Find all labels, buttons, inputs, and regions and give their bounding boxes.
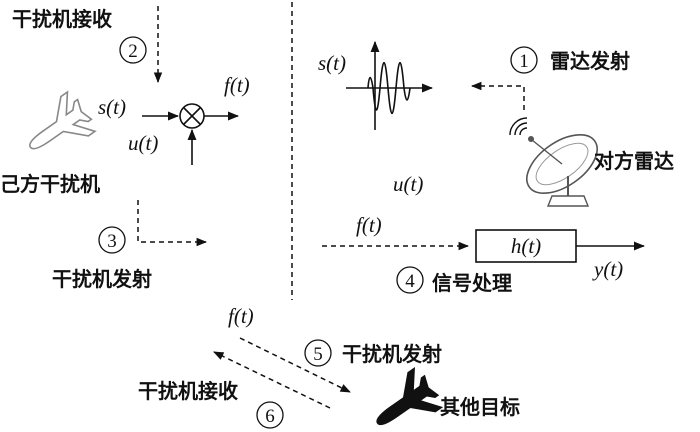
label-own-jammer: 己方干扰机 — [0, 172, 100, 196]
label-radar-transmit: 雷达发射 — [550, 49, 630, 73]
step-3-marker: 3 — [98, 226, 126, 254]
filter-label: h(t) — [511, 234, 541, 258]
step-6-marker: 6 — [256, 401, 284, 429]
label-enemy-radar: 对方雷达 — [594, 149, 674, 173]
arrow-radar-transmit — [470, 81, 525, 110]
arrow-jammer-transmit-bottom — [239, 337, 351, 393]
signal-y: y(t) — [592, 257, 623, 281]
step-5-marker: 5 — [304, 339, 332, 367]
step-5-number: 5 — [313, 344, 323, 365]
airplane-outline-icon — [29, 90, 97, 150]
label-other-targets: 其他目标 — [440, 395, 520, 419]
signal-u-right: u(t) — [393, 172, 423, 196]
label-jammer-transmit-bottom: 干扰机发射 — [342, 342, 442, 366]
step-2-marker: 2 — [119, 36, 147, 64]
radar-dish-icon — [509, 117, 598, 207]
signal-s-left: s(t) — [98, 95, 126, 119]
signal-u-left: u(t) — [128, 131, 158, 155]
multiplier-icon — [179, 103, 205, 129]
step-1-number: 1 — [519, 51, 529, 72]
step-1-marker: 1 — [510, 46, 538, 74]
signal-f-bottom: f(t) — [228, 304, 254, 328]
arrow-jammer-transmit — [137, 200, 208, 247]
airplane-solid-icon — [376, 366, 444, 426]
signal-f-top: f(t) — [224, 73, 250, 97]
label-jammer-transmit-left: 干扰机发射 — [52, 267, 152, 291]
label-jammer-receive-bottom: 干扰机接收 — [138, 379, 238, 403]
arrow-jammer-receive-bottom — [213, 351, 331, 409]
pulse-waveform — [367, 62, 411, 114]
step-4-marker: 4 — [396, 266, 424, 294]
step-4-number: 4 — [405, 271, 415, 292]
label-signal-processing: 信号处理 — [432, 271, 512, 295]
step-3-number: 3 — [107, 231, 117, 252]
signal-f-right: f(t) — [356, 213, 382, 237]
label-jammer-receive-top: 干扰机接收 — [12, 7, 112, 31]
signal-s-right: s(t) — [318, 51, 346, 75]
step-2-number: 2 — [128, 41, 138, 62]
filter-box — [475, 229, 577, 263]
step-6-number: 6 — [265, 406, 275, 427]
